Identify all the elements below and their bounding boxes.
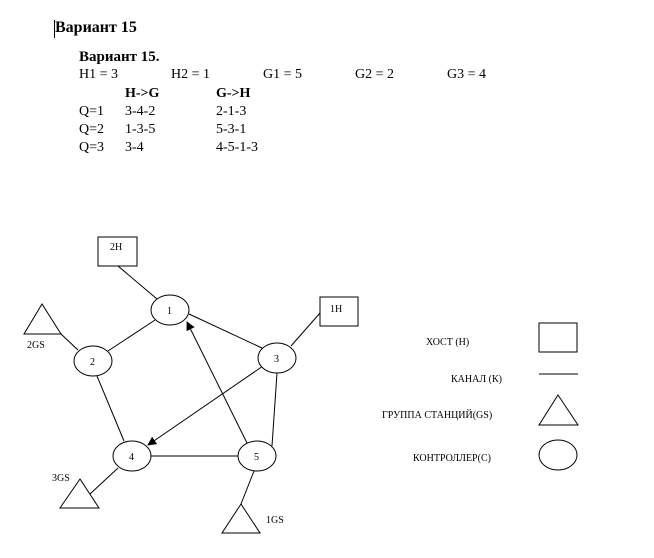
link-2h-1 bbox=[117, 265, 158, 300]
legend-channel-label: КАНАЛ (К) bbox=[451, 374, 502, 385]
controller-5 bbox=[237, 440, 277, 472]
controller-3 bbox=[257, 342, 297, 374]
legend-station-group-label: ГРУППА СТАНЦИЙ(GS) bbox=[382, 409, 492, 421]
controller-2 bbox=[73, 345, 113, 377]
link-3gs-4 bbox=[89, 467, 119, 495]
host-2h bbox=[97, 236, 138, 267]
param-h2: H2 = 1 bbox=[171, 67, 211, 82]
page-heading: Вариант 15 bbox=[55, 19, 137, 36]
table-row-q2-gh: 5-3-1 bbox=[216, 122, 247, 137]
table-row-q1-hg: 3-4-2 bbox=[125, 104, 156, 119]
legend-controller-icon bbox=[538, 439, 578, 471]
link-1h-3 bbox=[290, 312, 321, 347]
legend-host-label: ХОСТ (Н) bbox=[426, 337, 469, 348]
link-2gs-2 bbox=[60, 333, 79, 351]
station-group-2gs-label: 2GS bbox=[27, 340, 45, 351]
station-group-1gs-label: 1GS bbox=[266, 515, 284, 526]
link-1-3 bbox=[188, 313, 263, 349]
table-row-q2-hg: 1-3-5 bbox=[125, 122, 156, 137]
controller-4 bbox=[112, 440, 152, 472]
link-1gs-5 bbox=[240, 470, 255, 505]
link-2-4 bbox=[96, 375, 125, 442]
controller-5-label: 5 bbox=[254, 452, 259, 463]
host-1h bbox=[319, 296, 359, 327]
link-1-2 bbox=[107, 319, 156, 352]
controller-1-label: 1 bbox=[167, 306, 172, 317]
link-3-to-4-directed bbox=[147, 365, 264, 446]
variant-subheading: Вариант 15. bbox=[79, 49, 160, 65]
link-3-5 bbox=[271, 372, 278, 447]
legend-host-icon bbox=[538, 322, 578, 353]
table-header-h-to-g: H->G bbox=[125, 86, 160, 101]
table-row-q3-hg: 3-4 bbox=[125, 140, 144, 155]
table-row-q3-label: Q=3 bbox=[79, 140, 105, 155]
legend-station-group-icon bbox=[538, 394, 579, 426]
controller-1 bbox=[150, 294, 190, 326]
host-2h-label: 2H bbox=[110, 242, 122, 253]
station-group-2gs bbox=[23, 303, 62, 335]
param-g2: G2 = 2 bbox=[355, 67, 395, 82]
param-g3: G3 = 4 bbox=[447, 67, 487, 82]
host-1h-label: 1H bbox=[330, 304, 342, 315]
table-header-g-to-h: G->H bbox=[216, 86, 251, 101]
controller-2-label: 2 bbox=[90, 357, 95, 368]
controller-4-label: 4 bbox=[129, 452, 134, 463]
table-row-q3-gh: 4-5-1-3 bbox=[216, 140, 258, 155]
link-5-to-1-directed bbox=[186, 321, 248, 444]
table-row-q2-label: Q=2 bbox=[79, 122, 105, 137]
controller-3-label: 3 bbox=[274, 354, 279, 365]
station-group-3gs bbox=[59, 478, 100, 509]
text-cursor bbox=[54, 20, 55, 38]
legend-controller-label: КОНТРОЛЛЕР(С) bbox=[413, 453, 491, 464]
table-row-q1-gh: 2-1-3 bbox=[216, 104, 247, 119]
param-g1: G1 = 5 bbox=[263, 67, 303, 82]
table-row-q1-label: Q=1 bbox=[79, 104, 105, 119]
param-h1: H1 = 3 bbox=[79, 67, 119, 82]
station-group-1gs bbox=[221, 503, 261, 534]
station-group-3gs-label: 3GS bbox=[52, 473, 70, 484]
